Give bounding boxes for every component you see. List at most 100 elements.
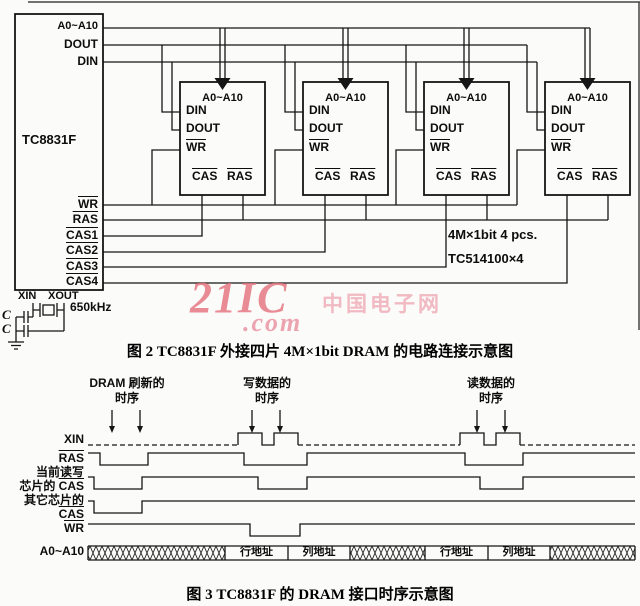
watermark-com: .com	[243, 308, 303, 337]
main-pin-ras: RAS	[72, 212, 98, 226]
dram2-wr-label: WR	[309, 140, 329, 154]
bus-arrow-icon	[337, 78, 354, 90]
bus-row-address-label-2: 行地址	[440, 546, 473, 558]
crystal-leads	[33, 303, 64, 317]
note-dram-size: 4M×1bit 4 pcs.	[448, 227, 538, 242]
dram1-wr-label: WR	[186, 140, 206, 154]
main-pin-cas4: CAS4	[65, 274, 98, 288]
dram1-addr-label: A0~A10	[202, 92, 243, 104]
main-pin-cas1: CAS1	[65, 228, 98, 242]
chip3-data-wires	[405, 45, 424, 131]
down-arrow-icon	[277, 426, 283, 433]
dram3-din-label: DIN	[430, 103, 451, 117]
cas1-line	[103, 195, 203, 237]
dram1-ras-label: RAS	[227, 169, 253, 183]
signal-label-xin: XIN	[63, 432, 84, 446]
capacitor-2	[16, 325, 64, 337]
main-chip-label: TC8831F	[22, 132, 77, 147]
main-pin-dout: DOUT	[64, 37, 98, 51]
ras-branches	[242, 195, 609, 220]
wr-waveform	[88, 523, 635, 537]
down-arrow-icon	[249, 426, 255, 433]
figure3-caption: 图 3 TC8831F 的 DRAM 接口时序示意图	[186, 587, 454, 603]
dram4-ras-label: RAS	[592, 169, 618, 183]
signal-label-cas-other-line1: 其它芯片的	[23, 493, 84, 507]
cas4-line	[103, 195, 568, 284]
dram2-addr-label: A0~A10	[325, 92, 366, 104]
signal-label-ras: RAS	[58, 451, 84, 465]
signal-label-cas-other-line2: CAS	[58, 507, 84, 521]
dram3-cas-label: CAS	[436, 169, 462, 183]
signal-label-wr: WR	[64, 521, 84, 535]
bus-hatch-3	[550, 546, 635, 560]
timing-fills	[88, 426, 635, 560]
chip1-data-wires	[161, 45, 180, 131]
crystal-symbol	[42, 304, 55, 316]
main-pin-xin: XIN	[16, 290, 39, 303]
annotation-arrowheads	[109, 426, 508, 433]
dram2-din-label: DIN	[309, 103, 330, 117]
dram3-wr-label: WR	[430, 140, 450, 154]
dram2-dout-label: DOUT	[309, 121, 343, 135]
dram1-cas-label: CAS	[192, 169, 218, 183]
annotation-arrow-shafts	[111, 410, 506, 426]
signal-label-cas-current-line1: 当前读写	[35, 465, 84, 479]
cas-current-waveform	[88, 476, 635, 490]
signal-label-cas-current-line2: 芯片的 CAS	[19, 479, 84, 493]
chip2-data-wires	[284, 45, 303, 131]
main-pin-cas2: CAS2	[65, 243, 98, 257]
down-arrow-icon	[502, 426, 508, 433]
bus-arrow-icon	[458, 78, 475, 90]
xin-write-pulses	[237, 432, 299, 446]
cas3-line	[103, 195, 447, 268]
bus-col-address-label-2: 列地址	[502, 546, 536, 558]
wr-branches	[151, 149, 545, 205]
capacitor-2-label: C	[2, 321, 11, 336]
main-pin-wr: WR	[78, 197, 98, 211]
dram4-wr-label: WR	[551, 140, 571, 154]
dram4-din-label: DIN	[551, 103, 572, 117]
crystal-freq-label: 650kHz	[70, 300, 112, 314]
timing-waveforms	[87, 410, 636, 561]
bus-arrow-icon	[579, 78, 596, 90]
circuit-wires	[8, 27, 609, 350]
main-chip-outline	[14, 13, 104, 291]
ground-symbol	[8, 341, 24, 350]
annotation-read-line1: 读数据的	[466, 376, 515, 390]
dram3-addr-label: A0~A10	[446, 92, 487, 104]
scan-edge-lines	[28, 1, 640, 330]
cas2-line	[103, 195, 326, 253]
bus-arrow-icon	[214, 78, 231, 90]
down-arrow-icon	[474, 426, 480, 433]
address-arrow-shafts	[219, 28, 591, 78]
dram1-din-label: DIN	[186, 103, 207, 117]
address-bus-arrowheads	[214, 78, 596, 90]
dram2-ras-label: RAS	[350, 169, 376, 183]
annotation-refresh-line1: DRAM 刷新的	[89, 376, 165, 390]
down-arrow-icon	[137, 426, 143, 433]
note-dram-part: TC514100×4	[448, 251, 524, 266]
annotation-write-line1: 写数据的	[242, 376, 291, 390]
capacitor-1-label: C	[2, 307, 11, 322]
annotation-write-line2: 时序	[254, 391, 279, 405]
chip4-data-wires	[526, 45, 545, 131]
figure2-caption: 图 2 TC8831F 外接四片 4M×1bit DRAM 的电路连接示意图	[126, 344, 514, 360]
dram4-addr-label: A0~A10	[567, 92, 608, 104]
dram4-cas-label: CAS	[557, 169, 583, 183]
main-pin-din: DIN	[77, 54, 98, 68]
capacitor-1	[16, 311, 33, 323]
dram2-cas-label: CAS	[315, 169, 341, 183]
bus-hatch-2	[350, 546, 425, 560]
dram3-dout-label: DOUT	[430, 121, 464, 135]
cas-other-waveform	[88, 500, 635, 514]
ras-waveform	[88, 452, 635, 466]
xin-read-pulses	[459, 432, 521, 446]
annotation-refresh-line2: 时序	[114, 391, 139, 405]
bus-hatch-1	[88, 546, 225, 560]
main-pin-xout: XOUT	[46, 290, 81, 303]
main-pin-a0a10: A0~A10	[57, 20, 98, 32]
watermark-cn-text: 中国电子网	[322, 292, 442, 316]
down-arrow-icon	[109, 426, 115, 433]
